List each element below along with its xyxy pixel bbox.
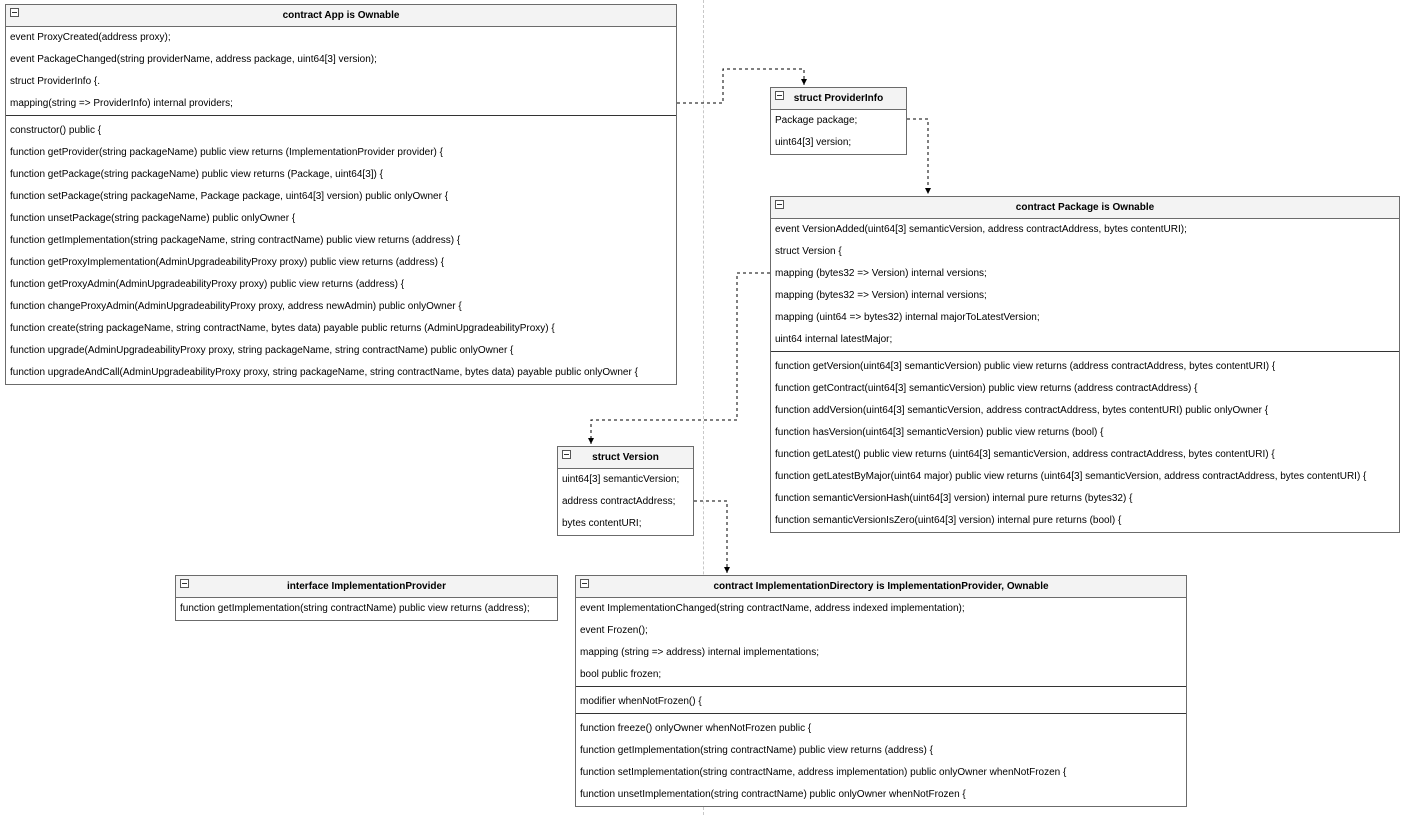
class-box-version[interactable]: struct Version uint64[3] semanticVersion;…: [557, 446, 694, 536]
class-member[interactable]: function semanticVersionIsZero(uint64[3]…: [775, 515, 1122, 526]
class-section: function freeze() onlyOwner whenNotFroze…: [576, 713, 1186, 806]
class-member[interactable]: mapping (uint64 => bytes32) internal maj…: [775, 312, 1040, 323]
class-member[interactable]: function getImplementation(string packag…: [10, 235, 461, 246]
class-box-app[interactable]: contract App is Ownable event ProxyCreate…: [5, 4, 677, 385]
class-section: uint64[3] semanticVersion; address contra…: [558, 469, 693, 535]
class-member[interactable]: mapping (bytes32 => Version) internal ve…: [775, 268, 987, 279]
class-member[interactable]: function getImplementation(string contra…: [180, 603, 530, 614]
class-member[interactable]: function addVersion(uint64[3] semanticVe…: [775, 405, 1269, 416]
class-member[interactable]: function freeze() onlyOwner whenNotFroze…: [580, 723, 812, 734]
class-box-package[interactable]: contract Package is Ownable event Version…: [770, 196, 1400, 533]
class-member[interactable]: bytes contentURI;: [562, 518, 642, 529]
class-section: function getVersion(uint64[3] semanticVe…: [771, 351, 1399, 532]
class-member[interactable]: function unsetImplementation(string cont…: [580, 789, 966, 800]
class-title: interface ImplementationProvider: [287, 581, 446, 592]
class-member[interactable]: function getProvider(string packageName)…: [10, 147, 443, 158]
class-member[interactable]: function getPackage(string packageName) …: [10, 169, 383, 180]
class-section: modifier whenNotFrozen() {: [576, 686, 1186, 713]
class-member[interactable]: modifier whenNotFrozen() {: [580, 696, 702, 707]
class-member[interactable]: uint64[3] semanticVersion;: [562, 474, 680, 485]
class-member[interactable]: function getContract(uint64[3] semanticV…: [775, 383, 1198, 394]
class-header: contract ImplementationDirectory is Impl…: [576, 576, 1186, 598]
class-member[interactable]: function getProxyImplementation(AdminUpg…: [10, 257, 445, 268]
class-member[interactable]: function getImplementation(string contra…: [580, 745, 933, 756]
class-member[interactable]: address contractAddress;: [562, 496, 676, 507]
class-member[interactable]: function unsetPackage(string packageName…: [10, 213, 296, 224]
class-title: struct Version: [592, 452, 659, 463]
class-member[interactable]: function setPackage(string packageName, …: [10, 191, 449, 202]
class-member[interactable]: uint64[3] version;: [775, 137, 852, 148]
class-member[interactable]: struct ProviderInfo {.: [10, 76, 101, 87]
class-header: struct Version: [558, 447, 693, 469]
class-title: contract ImplementationDirectory is Impl…: [713, 581, 1049, 592]
class-member[interactable]: function setImplementation(string contra…: [580, 767, 1067, 778]
class-member[interactable]: event ProxyCreated(address proxy);: [10, 32, 171, 43]
class-box-impldir[interactable]: contract ImplementationDirectory is Impl…: [575, 575, 1187, 807]
class-section: Package package; uint64[3] version;: [771, 110, 906, 154]
class-header: struct ProviderInfo: [771, 88, 906, 110]
collapse-icon[interactable]: [562, 450, 571, 459]
class-member[interactable]: event PackageChanged(string providerName…: [10, 54, 377, 65]
collapse-icon[interactable]: [180, 579, 189, 588]
class-member[interactable]: struct Version {: [775, 246, 842, 257]
class-member[interactable]: bool public frozen;: [580, 669, 662, 680]
class-member[interactable]: event Frozen();: [580, 625, 648, 636]
class-title: struct ProviderInfo: [793, 93, 884, 104]
class-member[interactable]: function changeProxyAdmin(AdminUpgradeab…: [10, 301, 462, 312]
class-section: event ProxyCreated(address proxy); event …: [6, 27, 676, 115]
class-section: function getImplementation(string contra…: [176, 598, 557, 620]
class-member[interactable]: mapping(string => ProviderInfo) internal…: [10, 98, 233, 109]
class-section: event VersionAdded(uint64[3] semanticVer…: [771, 219, 1399, 351]
class-member[interactable]: function hasVersion(uint64[3] semanticVe…: [775, 427, 1104, 438]
collapse-icon[interactable]: [10, 8, 19, 17]
class-member[interactable]: mapping (bytes32 => Version) internal ve…: [775, 290, 987, 301]
collapse-icon[interactable]: [775, 200, 784, 209]
class-title: contract App is Ownable: [282, 10, 400, 21]
class-header: interface ImplementationProvider: [176, 576, 557, 598]
class-member[interactable]: function upgrade(AdminUpgradeabilityProx…: [10, 345, 514, 356]
class-title: contract Package is Ownable: [1015, 202, 1155, 213]
class-member[interactable]: Package package;: [775, 115, 858, 126]
class-member[interactable]: function upgradeAndCall(AdminUpgradeabil…: [10, 367, 638, 378]
class-header: contract App is Ownable: [6, 5, 676, 27]
class-member[interactable]: function create(string packageName, stri…: [10, 323, 555, 334]
collapse-icon[interactable]: [580, 579, 589, 588]
class-section: constructor() public { function getProvid…: [6, 115, 676, 384]
class-member[interactable]: mapping (string => address) internal imp…: [580, 647, 820, 658]
class-member[interactable]: constructor() public {: [10, 125, 102, 136]
class-member[interactable]: function getVersion(uint64[3] semanticVe…: [775, 361, 1276, 372]
class-member[interactable]: event VersionAdded(uint64[3] semanticVer…: [775, 224, 1187, 235]
class-member[interactable]: function semanticVersionHash(uint64[3] v…: [775, 493, 1133, 504]
class-member[interactable]: function getLatest() public view returns…: [775, 449, 1275, 460]
class-box-implprovider[interactable]: interface ImplementationProvider function…: [175, 575, 558, 621]
connector-version-to-impldir: [694, 500, 730, 573]
class-header: contract Package is Ownable: [771, 197, 1399, 219]
connector-providerinfo-to-package: [907, 118, 931, 194]
class-section: event ImplementationChanged(string contr…: [576, 598, 1186, 686]
class-member[interactable]: event ImplementationChanged(string contr…: [580, 603, 965, 614]
class-member[interactable]: function getLatestByMajor(uint64 major) …: [775, 471, 1367, 482]
class-member[interactable]: function getProxyAdmin(AdminUpgradeabili…: [10, 279, 405, 290]
class-member[interactable]: uint64 internal latestMajor;: [775, 334, 893, 345]
